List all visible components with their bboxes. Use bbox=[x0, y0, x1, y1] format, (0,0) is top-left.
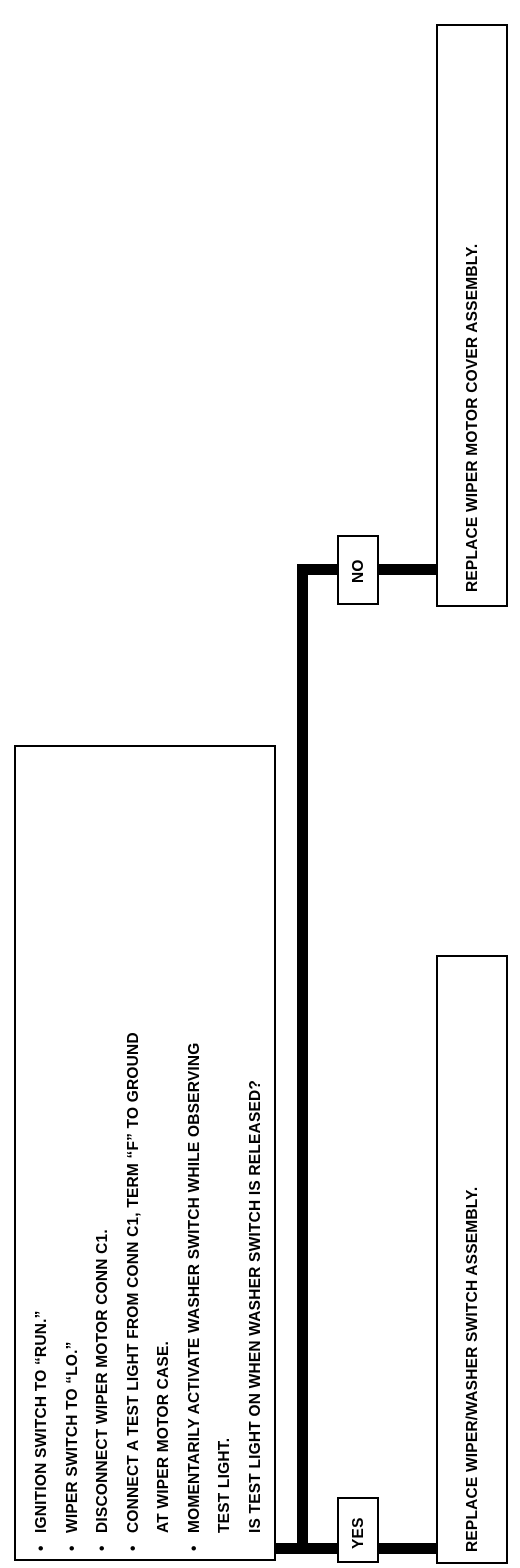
yes-result-box: REPLACE WIPER/WASHER SWITCH ASSEMBLY. bbox=[436, 955, 508, 1564]
question-line-3: •DISCONNECT WIPER MOTOR CONN C1. bbox=[94, 1229, 111, 1551]
question-line-7: TEST LIGHT. bbox=[216, 1437, 233, 1533]
question-box: •IGNITION SWITCH TO “RUN.” •WIPER SWITCH… bbox=[14, 745, 276, 1561]
question-line-2: •WIPER SWITCH TO “LO.” bbox=[63, 1341, 81, 1551]
yes-label-box: YES bbox=[337, 1497, 379, 1563]
question-line-8: IS TEST LIGHT ON WHEN WASHER SWITCH IS R… bbox=[246, 1079, 264, 1533]
no-label-box: NO bbox=[337, 535, 379, 605]
no-result-box: REPLACE WIPER MOTOR COVER ASSEMBLY. bbox=[436, 24, 508, 607]
question-line-6: •MOMENTARILY ACTIVATE WASHER SWITCH WHIL… bbox=[185, 1042, 203, 1551]
connector-vertical bbox=[297, 564, 308, 1554]
yes-label: YES bbox=[350, 1517, 367, 1549]
no-label: NO bbox=[350, 559, 367, 583]
question-line-4: •CONNECT A TEST LIGHT FROM CONN C1, TERM… bbox=[124, 1032, 142, 1551]
yes-result-text: REPLACE WIPER/WASHER SWITCH ASSEMBLY. bbox=[464, 1186, 481, 1552]
no-result-text: REPLACE WIPER MOTOR COVER ASSEMBLY. bbox=[464, 243, 481, 592]
question-line-1: •IGNITION SWITCH TO “RUN.” bbox=[33, 1310, 50, 1551]
question-line-5: AT WIPER MOTOR CASE. bbox=[155, 1340, 172, 1533]
question-text: •IGNITION SWITCH TO “RUN.” •WIPER SWITCH… bbox=[27, 761, 271, 1551]
